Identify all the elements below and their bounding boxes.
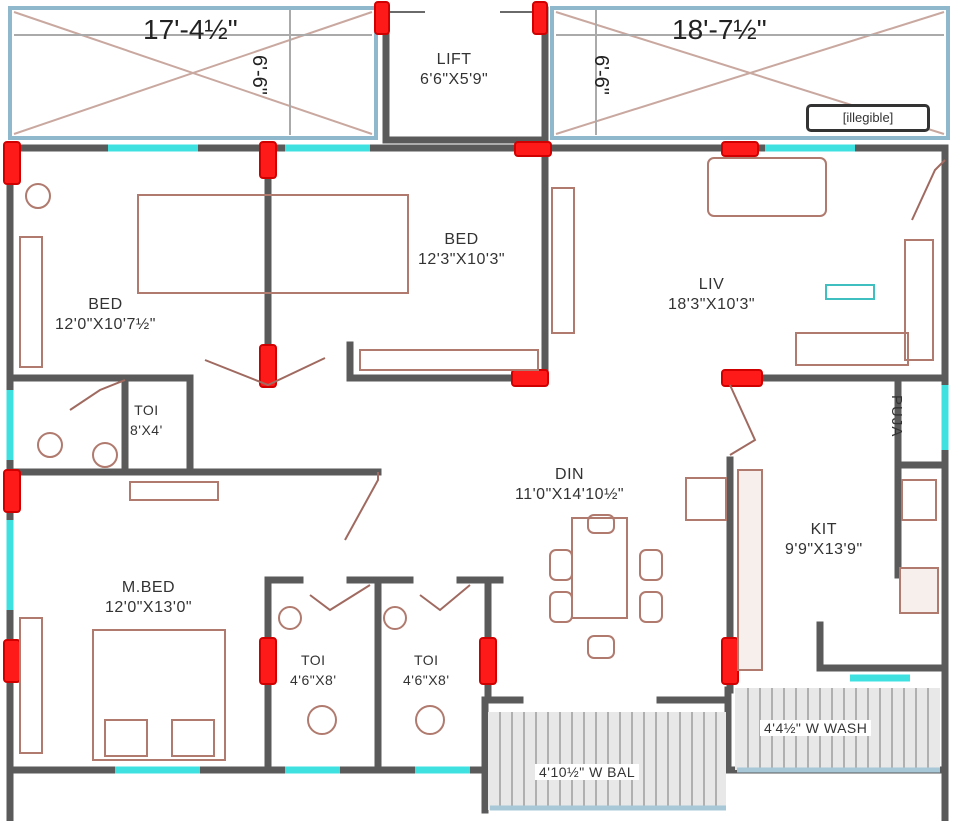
room-name: LIV bbox=[698, 276, 725, 293]
room-name: TOI bbox=[134, 402, 159, 418]
room-size: 12'0"X13'0" bbox=[105, 599, 193, 616]
room-living: LIV 18'3"X10'3" bbox=[668, 275, 755, 315]
room-name: TOI bbox=[413, 652, 439, 668]
room-toilet-3: TOI 4'6"X8' bbox=[403, 650, 450, 690]
windows bbox=[6, 144, 949, 774]
unit-tag: [illegible] bbox=[806, 104, 930, 132]
columns bbox=[3, 1, 763, 685]
room-size: 4'6"X8' bbox=[403, 672, 450, 688]
balconies bbox=[488, 688, 940, 811]
room-toilet-2: TOI 4'6"X8' bbox=[290, 650, 337, 690]
room-name: BED bbox=[88, 296, 123, 313]
room-name: DIN bbox=[555, 466, 585, 483]
dim-right-open-width: 18'-7½" bbox=[672, 14, 767, 45]
room-size: 11'0"X14'10½" bbox=[515, 486, 625, 503]
dim-left-open-depth: 6'-6" bbox=[248, 55, 270, 95]
room-toilet-1: TOI 8'X4' bbox=[130, 400, 163, 440]
room-name: BED bbox=[444, 231, 479, 248]
room-dining: DIN 11'0"X14'10½" bbox=[515, 465, 624, 505]
room-name: LIFT bbox=[436, 51, 472, 68]
room-size: 8'X4' bbox=[130, 422, 163, 438]
room-name: M.BED bbox=[121, 579, 176, 596]
room-puja: PUJA bbox=[888, 395, 905, 438]
room-kitchen: KIT 9'9"X13'9" bbox=[785, 520, 863, 560]
doors bbox=[69, 159, 946, 721]
room-balcony: 4'10½" W BAL bbox=[535, 764, 640, 780]
dim-right-open-depth: 6'-6" bbox=[590, 55, 612, 95]
room-size: 18'3"X10'3" bbox=[668, 296, 756, 313]
room-name: TOI bbox=[300, 652, 326, 668]
room-size: 6'6"X5'9" bbox=[420, 71, 489, 88]
room-bed-2: BED 12'3"X10'3" bbox=[418, 230, 505, 270]
room-name: KIT bbox=[810, 521, 838, 538]
furniture bbox=[19, 157, 939, 761]
dim-left-open-width: 17'-4½" bbox=[143, 14, 238, 45]
room-master-bed: M.BED 12'0"X13'0" bbox=[105, 578, 192, 618]
room-bed-1: BED 12'0"X10'7½" bbox=[55, 295, 156, 335]
room-wash: 4'4½" W WASH bbox=[760, 720, 872, 736]
room-size: 12'3"X10'3" bbox=[418, 251, 506, 268]
room-size: 12'0"X10'7½" bbox=[55, 316, 156, 333]
room-size: 4'6"X8' bbox=[290, 672, 337, 688]
room-size: 9'9"X13'9" bbox=[785, 541, 863, 558]
room-lift: LIFT 6'6"X5'9" bbox=[420, 50, 488, 90]
